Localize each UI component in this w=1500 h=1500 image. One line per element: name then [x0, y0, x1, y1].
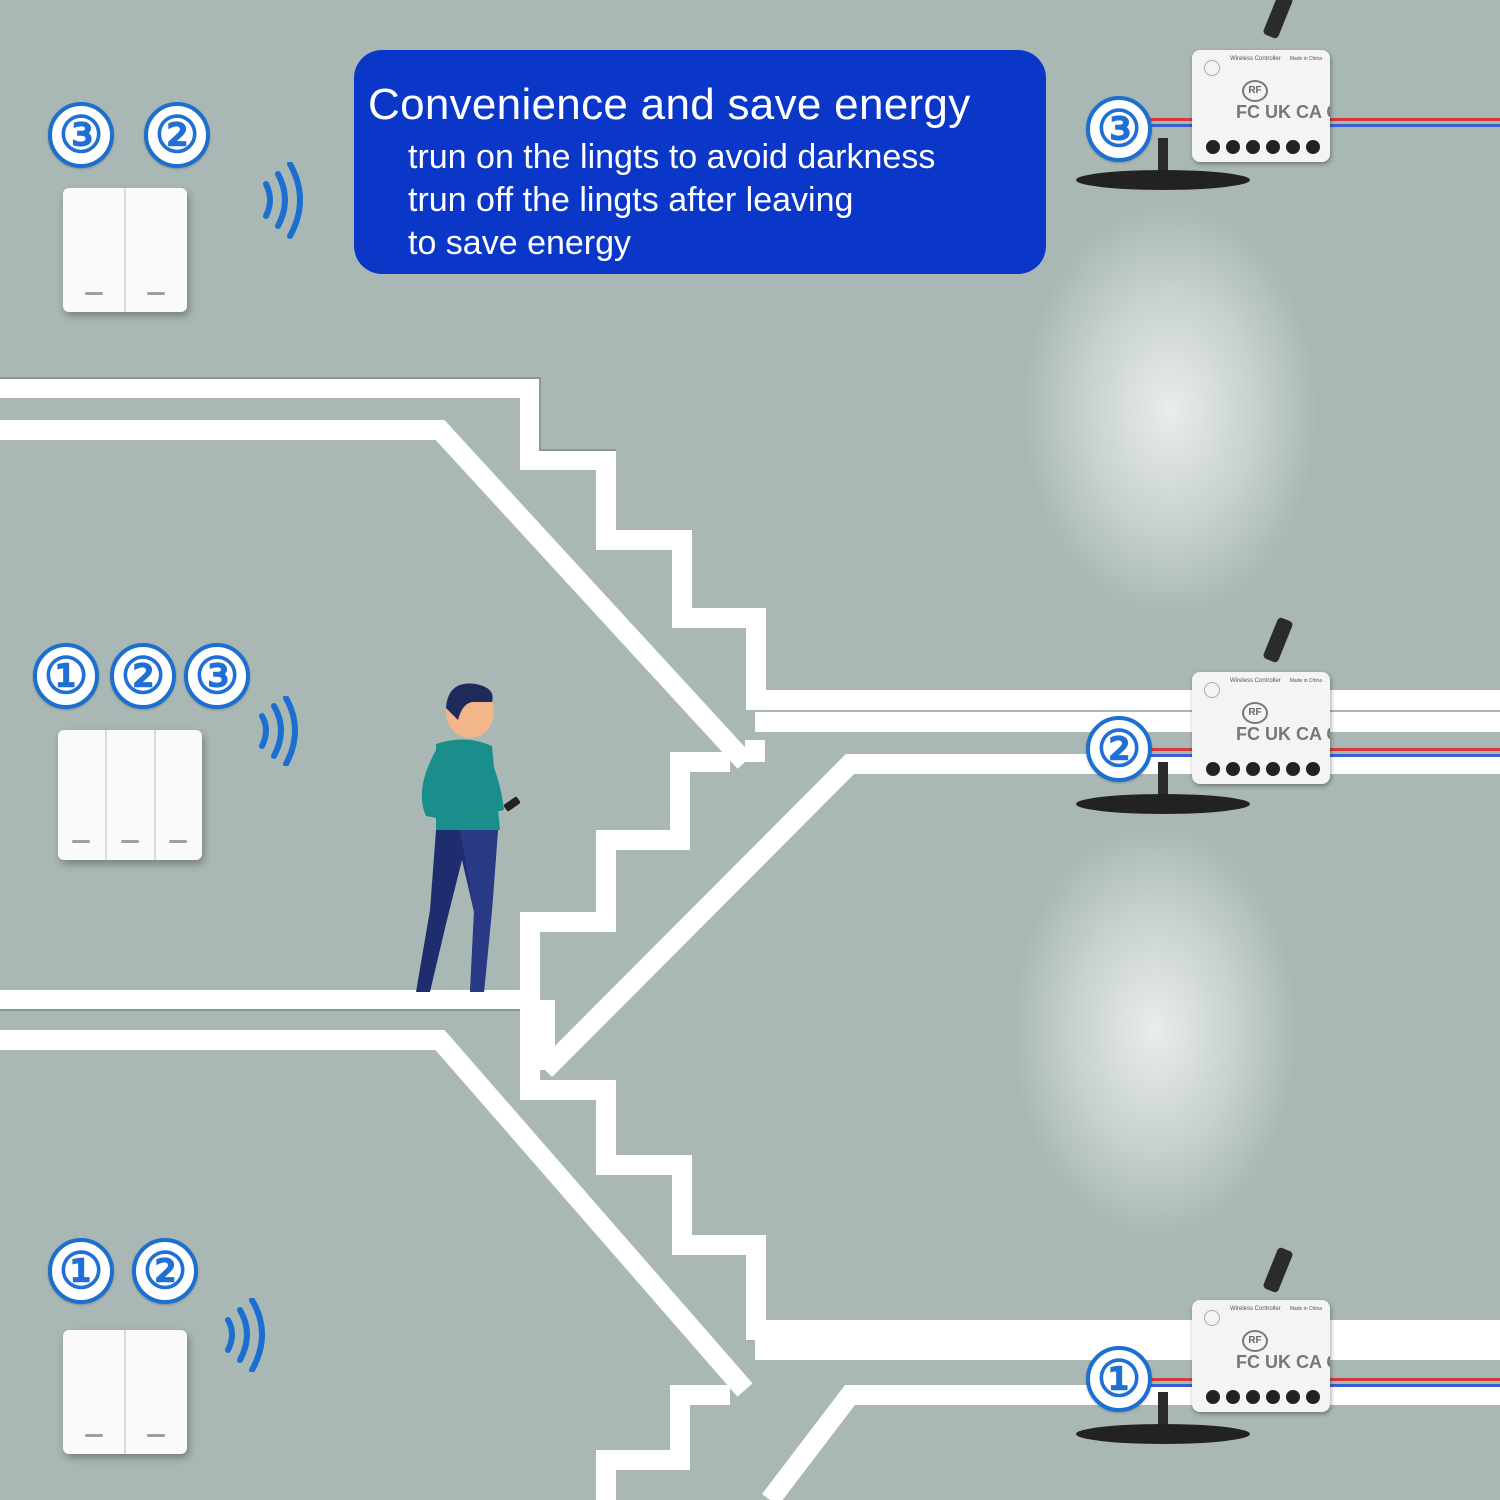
info-banner: Convenience and save energy trun on the … — [354, 50, 1046, 274]
wall-switch-2-gang-bottom[interactable] — [63, 1330, 187, 1454]
banner-title: Convenience and save energy — [368, 80, 971, 129]
wireless-controller-module: Wireless Controller Made in China RF FC … — [1192, 672, 1330, 784]
ceiling-lamp-icon — [1076, 794, 1250, 814]
ceiling-lamp-icon — [1076, 170, 1250, 190]
badge-1: ① — [1086, 1346, 1152, 1412]
banner-line-1: trun on the lingts to avoid darkness — [408, 138, 936, 176]
lamp-stem — [1158, 762, 1168, 796]
badge-2: ② — [110, 643, 176, 709]
light-glow-top — [1020, 200, 1320, 620]
banner-line-3: to save energy — [408, 224, 632, 262]
badge-2: ② — [132, 1238, 198, 1304]
light-glow-middle — [1010, 820, 1300, 1240]
wireless-controller-module: Wireless Controller Made in China RF FC … — [1192, 50, 1330, 162]
badge-1: ① — [33, 643, 99, 709]
wall-switch-3-gang-middle[interactable] — [58, 730, 202, 860]
badge-2: ② — [1086, 716, 1152, 782]
badge-3: ③ — [48, 102, 114, 168]
lamp-stem — [1158, 138, 1168, 172]
badge-3: ③ — [1086, 96, 1152, 162]
ceiling-lamp-icon — [1076, 1424, 1250, 1444]
banner-line-2: trun off the lingts after leaving — [408, 181, 854, 219]
badge-3: ③ — [184, 643, 250, 709]
wireless-signal-icon — [263, 162, 303, 239]
wall-switch-2-gang-top[interactable] — [63, 188, 187, 312]
wireless-controller-module: Wireless Controller Made in China RF FC … — [1192, 1300, 1330, 1412]
badge-2: ② — [144, 102, 210, 168]
badge-1: ① — [48, 1238, 114, 1304]
wireless-signal-icon — [259, 696, 298, 766]
person-with-phone-icon — [408, 683, 521, 1004]
lamp-stem — [1158, 1392, 1168, 1426]
wireless-signal-icon — [225, 1298, 265, 1372]
